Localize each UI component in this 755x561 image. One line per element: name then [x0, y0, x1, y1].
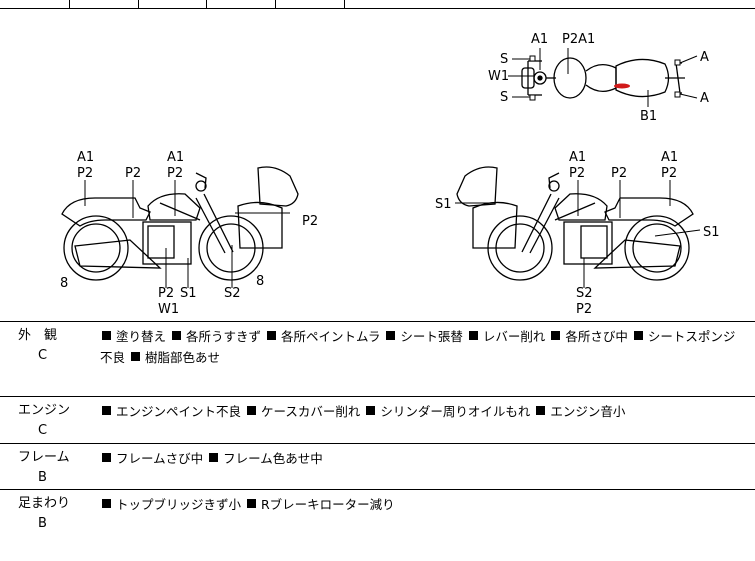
item-text: シリンダー周りオイルもれ: [380, 404, 531, 419]
callout-label: A: [700, 50, 709, 65]
bullet-square-icon: [267, 331, 276, 340]
table-divider: [275, 0, 276, 8]
callout-label: S1: [180, 286, 197, 301]
bullet-square-icon: [102, 331, 111, 340]
callout-label: P2: [77, 166, 93, 181]
item-text: レバー削れ: [482, 329, 546, 344]
section-name: 足まわり: [18, 496, 71, 511]
item-text: トップブリッジきず小: [116, 497, 242, 512]
section-grade: C: [38, 348, 48, 363]
bullet-square-icon: [102, 406, 111, 415]
top-view-labels: A1 P2A1 S W1 S A A B1: [488, 32, 709, 124]
item-text: フレームさび中: [116, 451, 204, 466]
callout-label: P2: [569, 166, 585, 181]
table-rule: [0, 8, 755, 9]
callout-label: A1: [569, 150, 586, 165]
section-grade: B: [38, 470, 47, 485]
item-text: ケースカバー削れ: [261, 404, 361, 419]
bullet-square-icon: [131, 352, 140, 361]
callout-label: S1: [435, 197, 452, 212]
callout-label: S: [500, 90, 508, 105]
section-name: フレーム: [18, 450, 70, 465]
bullet-square-icon: [468, 331, 478, 340]
motorcycle-damage-diagram: A1 P2A1 S W1 S A A B1: [0, 8, 755, 321]
callout-label: A1: [661, 150, 678, 165]
item-text: フレーム色あせ中: [223, 451, 323, 466]
bullet-square-icon: [247, 499, 256, 508]
callout-label: P2: [158, 286, 174, 301]
section-grade: C: [38, 423, 48, 438]
callout-label: S2: [224, 286, 241, 301]
left-view-labels: A1 P2 P2 A1 P2 P2 8 8 P2 S1 W1 S2: [60, 150, 318, 317]
section-grade: B: [38, 516, 47, 531]
motorcycle-left-view: [61, 166, 299, 281]
callout-label: P2: [125, 166, 141, 181]
callout-label: S: [500, 52, 508, 67]
item-text: 各所ペイントムラ: [281, 329, 381, 344]
table-divider: [69, 0, 70, 8]
bullet-square-icon: [209, 453, 219, 462]
callout-label: S1: [703, 225, 720, 240]
section-row-suspension: 足まわり B トップブリッジきず小 Rブレーキローター減り: [0, 490, 755, 561]
item-text: Rブレーキローター減り: [261, 497, 395, 512]
callout-label: S2: [576, 286, 593, 301]
bullet-square-icon: [366, 406, 376, 415]
table-divider: [344, 0, 345, 8]
motorcycle-right-view: [456, 166, 694, 281]
section-row-engine: エンジン C エンジンペイント不良 ケースカバー削れ シリンダー周りオイルもれ …: [0, 397, 755, 443]
callout-label: P2A1: [562, 32, 595, 47]
item-text: シートスポンジ不良: [100, 329, 736, 365]
callout-label: 8: [60, 276, 68, 291]
item-text: 塗り替え: [116, 329, 167, 344]
callout-label: W1: [488, 69, 509, 84]
section-items: エンジンペイント不良 ケースカバー削れ シリンダー周りオイルもれ エンジン音小: [100, 401, 745, 422]
item-text: エンジンペイント不良: [116, 404, 242, 419]
bullet-square-icon: [551, 331, 561, 340]
callout-label: 8: [256, 274, 264, 289]
section-row-frame: フレーム B フレームさび中 フレーム色あせ中: [0, 444, 755, 489]
table-divider: [138, 0, 139, 8]
callout-label: P2: [167, 166, 183, 181]
item-text: 各所さび中: [565, 329, 628, 344]
item-text: シート張替: [400, 329, 463, 344]
table-divider: [206, 0, 207, 8]
bullet-square-icon: [102, 453, 111, 462]
bullet-square-icon: [536, 406, 546, 415]
item-text: エンジン音小: [550, 404, 626, 419]
callout-label: A1: [77, 150, 94, 165]
table-rule: [0, 396, 755, 397]
table-rule: [0, 443, 755, 444]
damage-marker: [614, 83, 630, 89]
callout-label: A1: [531, 32, 548, 47]
section-name: エンジン: [18, 403, 71, 418]
section-row-exterior: 外 観 C 塗り替え 各所うすきず 各所ペイントムラ シート張替 レバー削れ 各…: [0, 322, 755, 396]
section-items: フレームさび中 フレーム色あせ中: [100, 448, 745, 469]
table-rule: [0, 489, 755, 490]
callout-label: W1: [158, 302, 179, 317]
bullet-square-icon: [386, 331, 396, 340]
bullet-square-icon: [172, 331, 181, 340]
callout-label: P2: [661, 166, 677, 181]
motorcycle-top-view: [521, 57, 685, 99]
table-rule: [0, 321, 755, 322]
bullet-square-icon: [633, 331, 643, 340]
callout-label: P2: [611, 166, 627, 181]
right-view-labels: A1 P2 P2 A1 P2 S1 S1 S2 P2: [435, 150, 720, 317]
bullet-square-icon: [247, 406, 256, 415]
section-items: 塗り替え 各所うすきず 各所ペイントムラ シート張替 レバー削れ 各所さび中 シ…: [100, 326, 745, 368]
callout-label: A: [700, 91, 709, 106]
item-text: 各所うすきず: [186, 329, 262, 344]
callout-label: P2: [576, 302, 592, 317]
section-items: トップブリッジきず小 Rブレーキローター減り: [100, 494, 745, 515]
callout-label: A1: [167, 150, 184, 165]
section-name: 外 観: [18, 328, 58, 343]
callout-label: P2: [302, 214, 318, 229]
bullet-square-icon: [102, 499, 111, 508]
item-text: 樹脂部色あせ: [145, 350, 221, 365]
callout-label: B1: [640, 109, 657, 124]
